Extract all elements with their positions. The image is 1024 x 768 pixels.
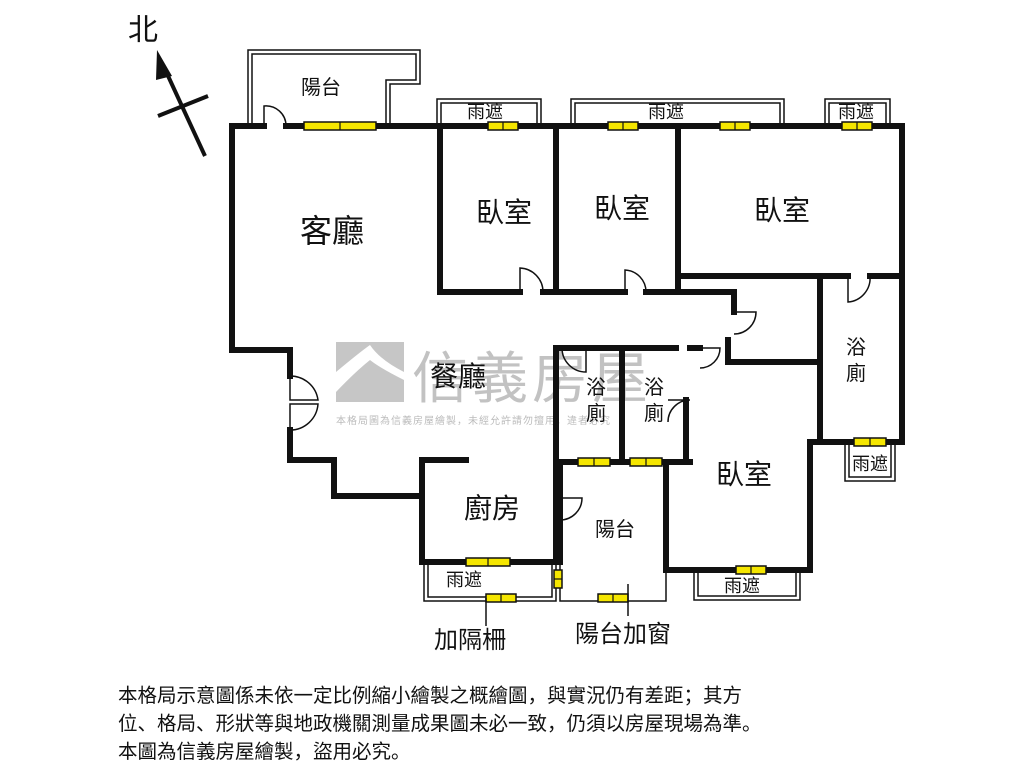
canopy-label: 雨遮 <box>852 454 888 475</box>
room-kitchen: 廚房 <box>464 492 520 525</box>
disclaimer-line-1: 本格局示意圖係未依一定比例縮小繪製之概繪圖，與實況仍有差距；其方 <box>118 684 743 707</box>
door <box>561 347 587 373</box>
watermark-logo-roof-icon <box>336 345 404 392</box>
doors <box>263 105 871 521</box>
room-bath-3-a: 浴 <box>846 335 866 359</box>
watermark: 信義房屋 本格局圖為信義房屋繪製，未經允許請勿擅用，違者必究 <box>336 342 652 427</box>
watermark-subtext: 本格局圖為信義房屋繪製，未經允許請勿擅用，違者必究 <box>336 414 611 427</box>
door <box>699 347 721 369</box>
door <box>289 403 319 431</box>
canopy-label: 雨遮 <box>724 576 760 597</box>
room-bedroom-1: 臥室 <box>476 196 532 229</box>
canopy-label: 雨遮 <box>838 102 874 123</box>
room-bath-2-a: 浴 <box>644 375 664 399</box>
room-bath-1-a: 浴 <box>586 375 606 399</box>
watermark-brand: 信義房屋 <box>412 347 652 412</box>
annotation-grille: 加隔柵 <box>434 626 506 654</box>
disclaimer-line-2: 位、格局、形狀等與地政機關測量成果圖未必一致，仍須以房屋現場為準。 <box>118 712 762 735</box>
canopy-outlines <box>247 49 896 602</box>
canopy-label: 雨遮 <box>467 102 503 123</box>
room-bath-2-b: 廁 <box>644 401 664 425</box>
room-bedroom-4: 臥室 <box>716 458 772 491</box>
north-label: 北 <box>128 13 158 48</box>
watermark-logo-icon <box>336 342 404 402</box>
door <box>733 311 757 335</box>
door <box>289 375 319 401</box>
north-arrow-cross <box>157 94 209 118</box>
room-bath-3-b: 廁 <box>846 361 866 385</box>
door <box>559 497 583 521</box>
window-dividers <box>339 122 871 602</box>
north-arrow: 北 <box>128 13 209 157</box>
disclaimer-line-3: 本圖為信義房屋繪製，盜用必究。 <box>118 740 411 763</box>
disclaimer: 本格局示意圖係未依一定比例縮小繪製之概繪圖，與實況仍有差距；其方 位、格局、形狀… <box>118 682 918 766</box>
room-living-room: 客廳 <box>300 212 364 250</box>
door <box>624 269 647 293</box>
door <box>519 267 544 293</box>
room-bedroom-2: 臥室 <box>594 192 650 225</box>
room-balcony-center: 陽台 <box>595 517 635 541</box>
door <box>847 275 871 303</box>
room-balcony-top: 陽台 <box>301 75 341 99</box>
room-bedroom-3: 臥室 <box>754 194 810 227</box>
canopy-label: 雨遮 <box>648 102 684 123</box>
north-arrow-head-icon <box>156 50 172 80</box>
room-bath-1-b: 廁 <box>586 401 606 425</box>
door <box>667 399 691 423</box>
walls <box>229 123 905 573</box>
room-dining-room: 餐廳 <box>430 360 486 393</box>
north-arrow-shaft <box>161 64 207 157</box>
canopy-label: 雨遮 <box>446 570 482 591</box>
annotation-leaders <box>485 584 629 626</box>
door <box>263 105 287 127</box>
annotation-balcony-window: 陽台加窗 <box>575 620 671 648</box>
